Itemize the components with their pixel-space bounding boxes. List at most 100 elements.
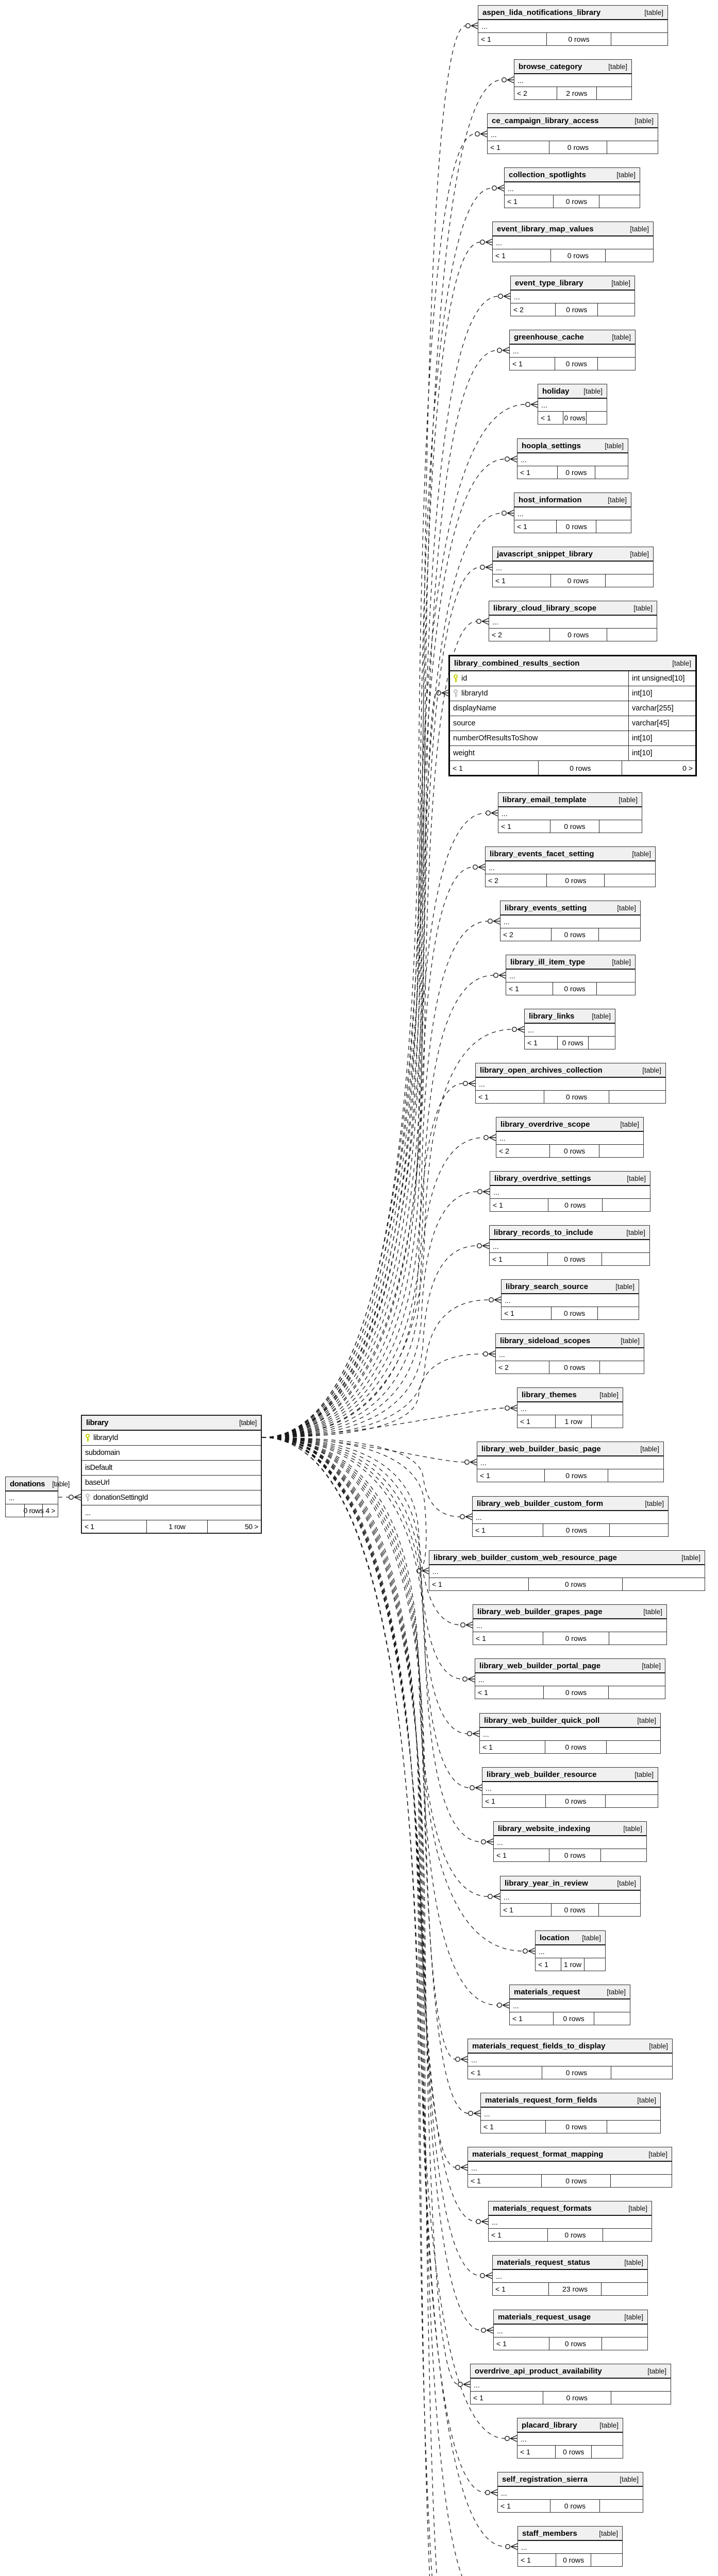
table-node-browse_category[interactable]: browse_category [table] ... < 2 2 rows [514, 59, 632, 100]
column-name: numberOfResultsToShow [453, 734, 538, 742]
table-node-library_sideload_scopes[interactable]: library_sideload_scopes [table] ... < 2 … [495, 1333, 644, 1374]
table-node-holiday[interactable]: holiday [table] ... < 1 0 rows [538, 384, 607, 425]
table-tag: [table] [583, 387, 603, 395]
footer-parents: < 1 [495, 2285, 506, 2293]
table-node-library_themes[interactable]: library_themes [table] ... < 1 1 row [517, 1387, 623, 1428]
table-node-greenhouse_cache[interactable]: greenhouse_cache [table] ... < 1 0 rows [509, 330, 636, 370]
table-node-library_cloud_library_scope[interactable]: library_cloud_library_scope [table] ... … [489, 601, 657, 641]
table-footer: < 1 0 rows [475, 1686, 665, 1699]
table-name: hoopla_settings [522, 441, 581, 450]
footer-children [605, 574, 653, 587]
table-node-event_type_library[interactable]: event_type_library [table] ... < 2 0 row… [510, 276, 635, 316]
column-name: ... [471, 2056, 477, 2064]
table-node-library_events_facet_setting[interactable]: library_events_facet_setting [table] ...… [485, 846, 656, 887]
table-node-overdrive_api_product_availability[interactable]: overdrive_api_product_availability [tabl… [470, 2364, 671, 2404]
table-node-materials_request_fields_to_display[interactable]: materials_request_fields_to_display [tab… [467, 2039, 673, 2079]
table-footer: < 1 0 rows [468, 2066, 672, 2079]
table-node-aspen_lida_notifications_library[interactable]: aspen_lida_notifications_library [table]… [478, 5, 668, 46]
table-node-javascript_snippet_library[interactable]: javascript_snippet_library [table] ... <… [492, 547, 654, 587]
footer-children [602, 1199, 650, 1211]
footer-rowcount: 0 rows [553, 2012, 594, 2025]
column-name: ... [471, 2164, 477, 2172]
column-type: int[10] [628, 686, 695, 701]
footer-parents: < 1 [483, 2123, 494, 2131]
table-node-library_ill_item_type[interactable]: library_ill_item_type [table] ... < 1 0 … [506, 955, 636, 995]
table-node-library_events_setting[interactable]: library_events_setting [table] ... < 2 0… [500, 901, 641, 941]
table-node-placard_library[interactable]: placard_library [table] ... < 1 0 rows [517, 2418, 623, 2459]
table-node-library_email_template[interactable]: library_email_template [table] ... < 1 0… [498, 792, 642, 833]
footer-parents: < 1 [517, 522, 527, 531]
table-name: donations [10, 1479, 45, 1488]
table-node-donations[interactable]: donations [table] ... 0 rows 4 > [5, 1477, 70, 1517]
footer-parents: < 1 [500, 2502, 511, 2510]
table-footer: < 2 0 rows [500, 928, 640, 941]
column-row: ... [494, 2325, 647, 2337]
table-node-library_web_builder_quick_poll[interactable]: library_web_builder_quick_poll [table] .… [479, 1713, 661, 1754]
table-node-staff_members[interactable]: staff_members [table] ... < 1 0 rows [517, 2526, 623, 2567]
table-footer: < 1 0 rows [494, 1849, 646, 1861]
column-row: ... [473, 1511, 668, 1524]
column-name: ... [480, 1459, 487, 1467]
column-name: ... [493, 1242, 499, 1250]
table-node-library_search_source[interactable]: library_search_source [table] ... < 1 0 … [501, 1279, 639, 1320]
table-tag: [table] [239, 1419, 257, 1427]
table-node-materials_request_usage[interactable]: materials_request_usage [table] ... < 1 … [493, 2310, 648, 2350]
table-tag: [table] [620, 1120, 639, 1128]
table-node-library_web_builder_basic_page[interactable]: library_web_builder_basic_page [table] .… [477, 1442, 664, 1482]
table-name: materials_request_fields_to_display [472, 2041, 606, 2050]
table-node-library_web_builder_custom_form[interactable]: library_web_builder_custom_form [table] … [472, 1496, 669, 1537]
table-node-library_web_builder_resource[interactable]: library_web_builder_resource [table] ...… [482, 1767, 658, 1808]
table-node-location[interactable]: location [table] ... < 1 1 row [535, 1930, 606, 1971]
table-name: library_web_builder_quick_poll [484, 1716, 600, 1725]
table-name: library_overdrive_scope [500, 1120, 590, 1129]
table-name: aspen_lida_notifications_library [482, 8, 601, 17]
table-node-materials_request_formats[interactable]: materials_request_formats [table] ... < … [488, 2201, 652, 2242]
table-node-library_web_builder_grapes_page[interactable]: library_web_builder_grapes_page [table] … [473, 1604, 667, 1645]
table-node-host_information[interactable]: host_information [table] ... < 1 0 rows [514, 493, 631, 533]
table-node-materials_request_status[interactable]: materials_request_status [table] ... < 1… [492, 2255, 648, 2296]
footer-rowcount: 0 rows [545, 1741, 606, 1753]
footer-children [606, 629, 657, 641]
column-row: ... [511, 291, 634, 303]
table-node-self_registration_sierra[interactable]: self_registration_sierra [table] ... < 1… [497, 2472, 643, 2513]
table-node-materials_request[interactable]: materials_request [table] ... < 1 0 rows [509, 1985, 630, 2025]
table-node-library_records_to_include[interactable]: library_records_to_include [table] ... <… [489, 1225, 650, 1266]
footer-rowcount: 0 rows [543, 1524, 609, 1536]
table-tag: [table] [605, 442, 624, 450]
footer-children [608, 1686, 665, 1699]
table-node-library_combined_results_section[interactable]: library_combined_results_section [table]… [448, 655, 697, 776]
table-footer: < 1 0 rows [506, 982, 635, 995]
footer-rowcount: 0 rows [545, 2121, 606, 2133]
table-node-library_web_builder_portal_page[interactable]: library_web_builder_portal_page [table] … [475, 1658, 665, 1699]
table-node-materials_request_format_mapping[interactable]: materials_request_format_mapping [table]… [467, 2147, 672, 2188]
table-node-hoopla_settings[interactable]: hoopla_settings [table] ... < 1 0 rows [517, 438, 628, 479]
table-node-library_year_in_review[interactable]: library_year_in_review [table] ... < 1 0… [500, 1876, 641, 1917]
table-node-library_open_archives_collection[interactable]: library_open_archives_collection [table]… [475, 1063, 666, 1104]
table-node-library_overdrive_scope[interactable]: library_overdrive_scope [table] ... < 2 … [496, 1117, 644, 1158]
footer-rowcount: 0 rows [550, 1307, 597, 1319]
column-name: ... [541, 401, 547, 409]
table-node-collection_spotlights[interactable]: collection_spotlights [table] ... < 1 0 … [504, 167, 640, 208]
footer-rowcount: 1 row [555, 1415, 591, 1428]
table-node-materials_request_form_fields[interactable]: materials_request_form_fields [table] ..… [480, 2093, 661, 2133]
table-node-library[interactable]: library [table] libraryId subdomain isDe… [81, 1415, 262, 1534]
table-node-library_website_indexing[interactable]: library_website_indexing [table] ... < 1… [493, 1821, 647, 1862]
table-node-event_library_map_values[interactable]: event_library_map_values [table] ... < 1… [492, 222, 654, 262]
table-header: library_website_indexing [table] [494, 1822, 646, 1836]
table-node-library_links[interactable]: library_links [table] ... < 1 0 rows [524, 1009, 615, 1049]
table-node-library_web_builder_custom_web_resource_page[interactable]: library_web_builder_custom_web_resource_… [429, 1550, 705, 1591]
column-name: ... [486, 1784, 492, 1792]
table-name: library_web_builder_basic_page [481, 1444, 601, 1453]
footer-parents: < 1 [496, 1851, 507, 1859]
table-node-library_overdrive_settings[interactable]: library_overdrive_settings [table] ... <… [490, 1171, 650, 1212]
table-header: library_cloud_library_scope [table] [489, 601, 657, 616]
table-tag: [table] [640, 1445, 659, 1453]
column-name: baseUrl [85, 1479, 110, 1487]
table-name: host_information [519, 495, 582, 504]
footer-children [598, 1904, 640, 1916]
footer-parents: < 1 [432, 1580, 442, 1588]
table-node-ce_campaign_library_access[interactable]: ce_campaign_library_access [table] ... <… [487, 113, 658, 154]
footer-children [598, 928, 640, 941]
footer-parents: < 1 [471, 2177, 481, 2185]
table-tag: [table] [644, 8, 663, 16]
